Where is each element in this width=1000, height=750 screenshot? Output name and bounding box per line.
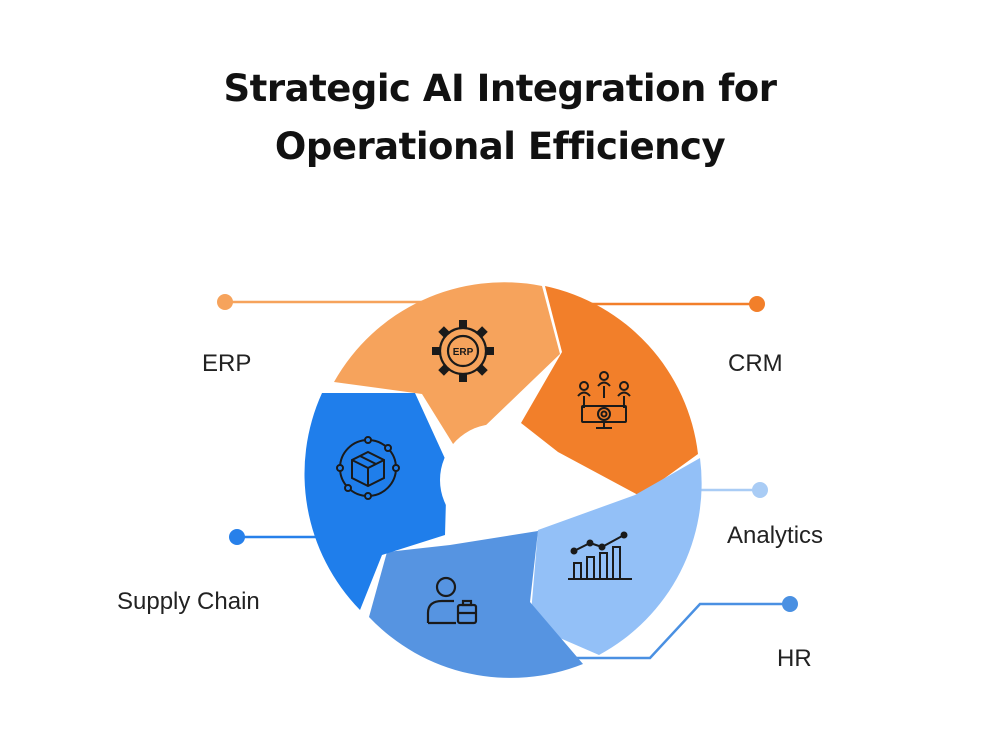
label-crm: CRM bbox=[728, 350, 783, 377]
connector-analytics bbox=[690, 482, 768, 498]
connector-supply-chain bbox=[229, 529, 330, 545]
segment-supply-chain bbox=[304, 393, 447, 610]
package-network-icon bbox=[336, 436, 400, 500]
segment-crm bbox=[521, 286, 698, 496]
label-erp: ERP bbox=[202, 350, 252, 377]
label-analytics: Analytics bbox=[727, 522, 824, 549]
segment-analytics bbox=[530, 458, 702, 655]
erp-icon-text: ERP bbox=[453, 347, 474, 358]
label-supply-chain: Supply Chain bbox=[117, 588, 260, 615]
erp-gear-icon: ERP bbox=[432, 320, 494, 382]
bar-line-chart-icon bbox=[568, 531, 632, 580]
title-line-2: Operational Efficiency bbox=[274, 125, 726, 168]
network-people-gear-icon bbox=[577, 371, 631, 429]
connector-hr bbox=[560, 596, 798, 660]
page-title: Strategic AI Integration for Operational… bbox=[0, 60, 1000, 176]
person-briefcase-icon bbox=[426, 576, 478, 625]
connector-erp bbox=[217, 294, 430, 310]
label-hr: HR bbox=[777, 645, 812, 672]
title-line-1: Strategic AI Integration for bbox=[223, 67, 777, 110]
center-hole bbox=[440, 424, 552, 536]
